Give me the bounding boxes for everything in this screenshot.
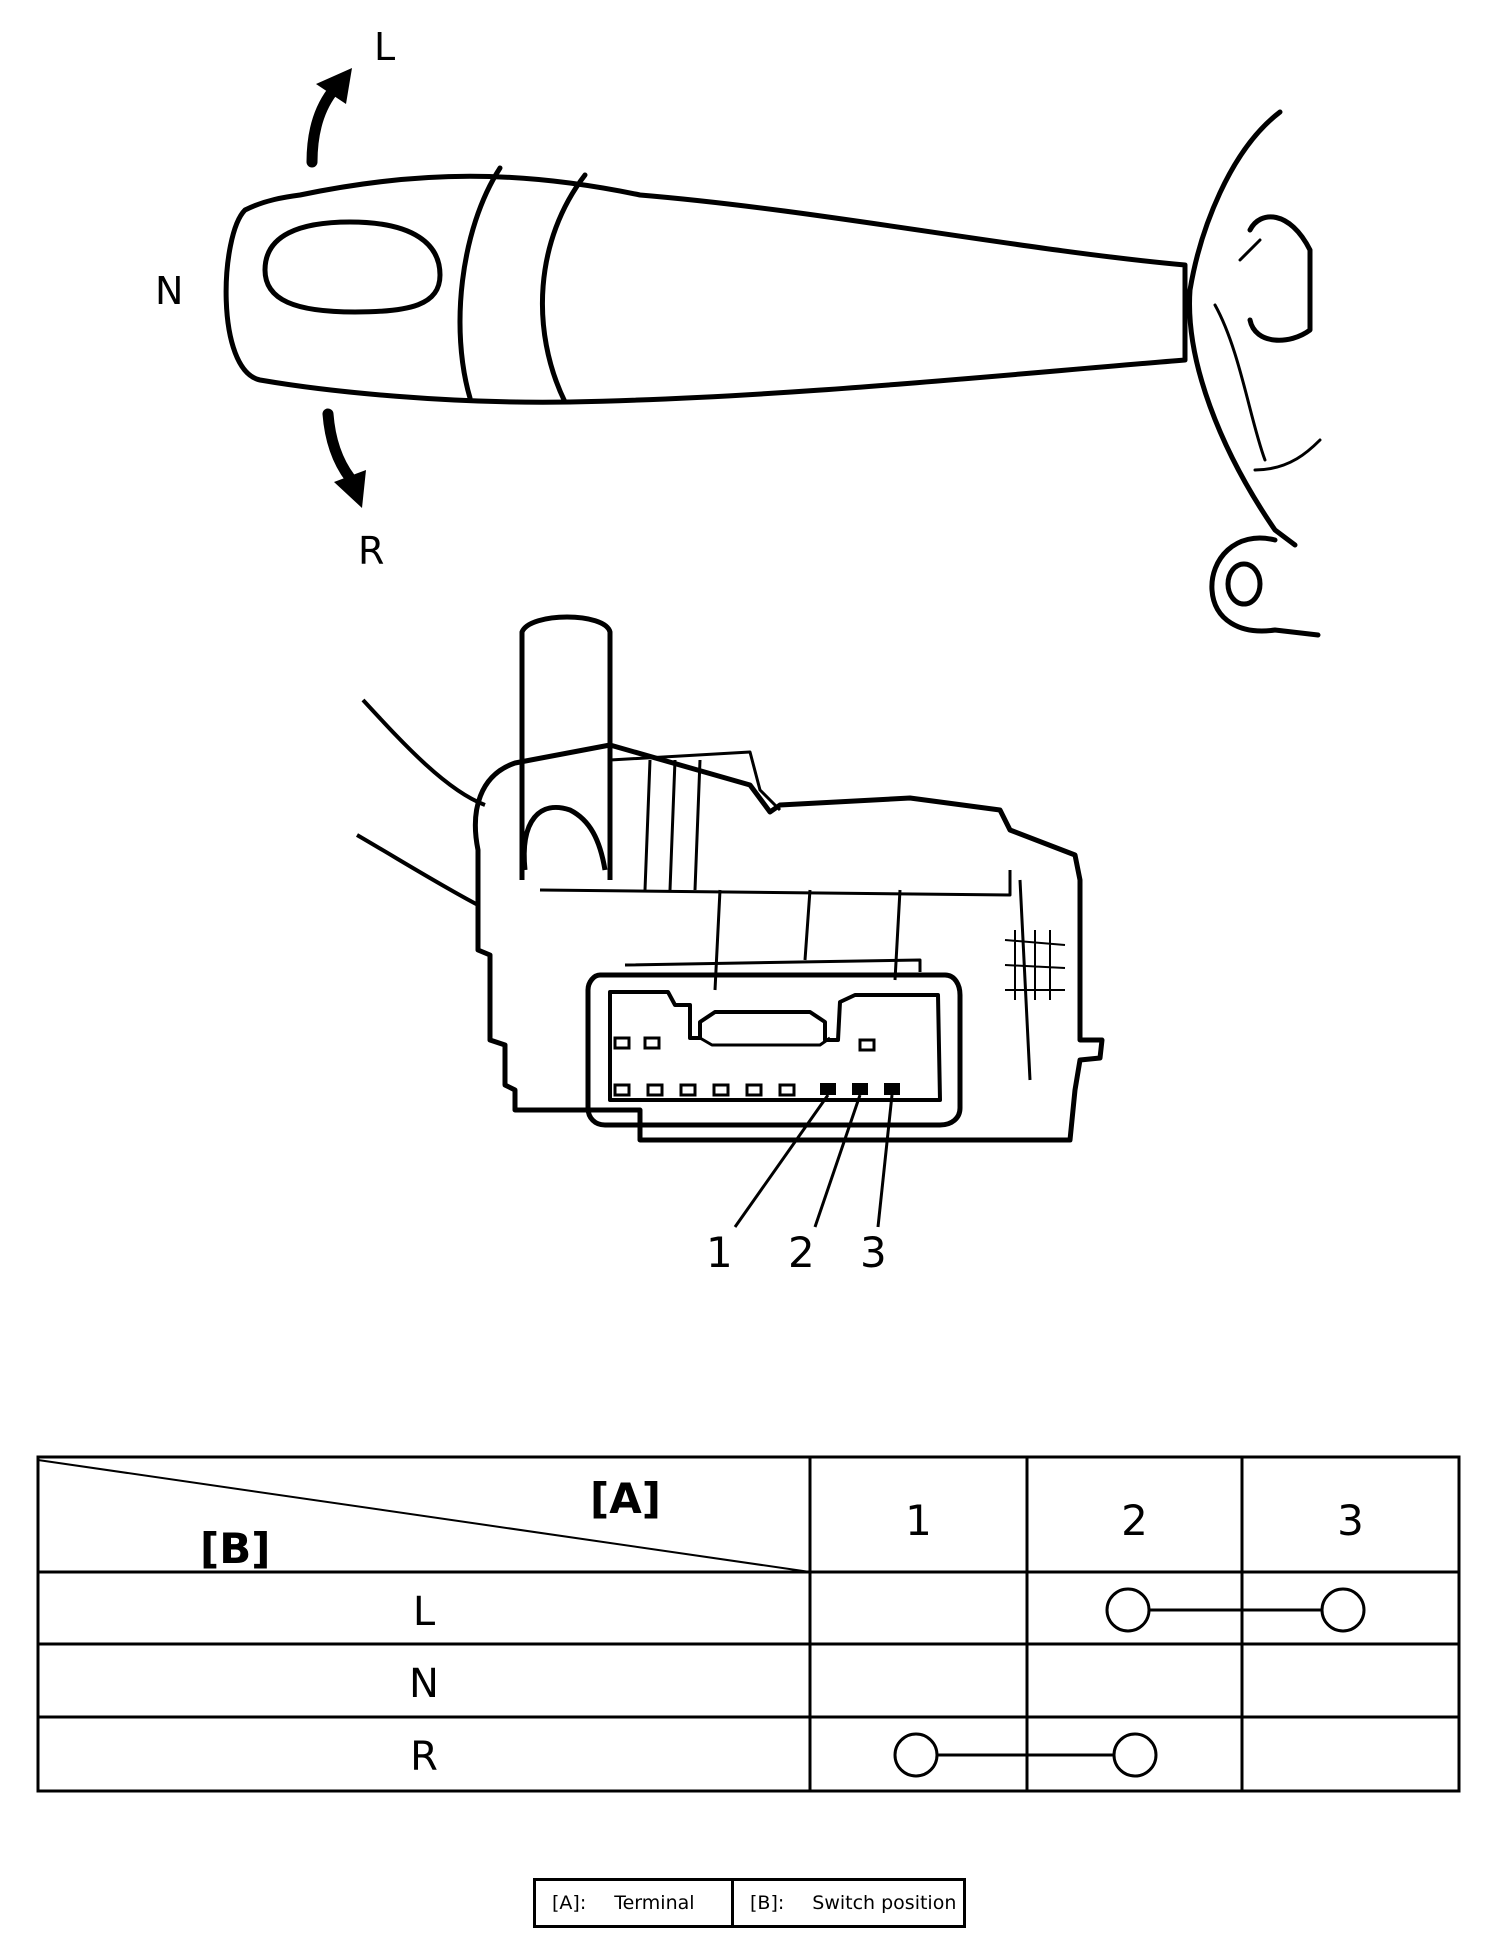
lever-label-l: L [374,25,396,69]
continuity-row-l [1105,1587,1366,1633]
switch-shaft-curve [521,805,608,871]
lever-knob [262,219,443,315]
housing-ribs [643,759,1032,1081]
arrow-right-head [334,470,366,508]
table-header-b: [B] [200,1524,271,1573]
terminal-header-3: 3 [1337,1496,1364,1545]
legend-switch-position-value: Switch position [812,1892,957,1914]
arrow-left-direction [306,86,338,168]
housing-top [539,750,1012,897]
arrow-right-direction [322,408,356,484]
legend-switch-position: [B]: Switch position [731,1881,963,1925]
switch-shaft [519,614,613,880]
wire-1 [361,698,486,807]
pin-label-3: 3 [860,1228,887,1277]
lever-band-1 [457,165,503,401]
mount-hole [1225,561,1263,607]
connector-inner [608,990,942,1102]
terminal-header-1: 1 [905,1496,932,1545]
column-inner [1247,214,1313,343]
lever-band-2 [539,172,588,405]
pin-label-1: 1 [706,1228,733,1277]
connector-socket [585,972,963,1128]
connector-pins-highlight [820,1083,900,1095]
lever-label-n: N [155,269,184,313]
connector-latch [624,958,922,1047]
switch-housing [472,742,1105,1143]
legend-switch-position-key: [B]: [750,1892,785,1914]
wire-2 [355,833,479,907]
continuity-row-r [893,1732,1158,1778]
lever-body [223,173,1188,405]
legend-terminal-key: [A]: [552,1892,587,1914]
table-header-a: [A] [590,1474,661,1523]
legend-terminal-value: Terminal [614,1892,695,1914]
switch-illustration [223,68,1322,1228]
row-label-r: R [410,1734,438,1780]
column-housing [1187,109,1298,548]
legend-terminal: [A]: Terminal [536,1881,731,1925]
pin-leader-lines [733,1094,894,1228]
column-ribs [1213,238,1322,472]
legend-box: [A]: Terminal [B]: Switch position [533,1878,966,1928]
housing-grid [1004,930,1066,1000]
pin-label-2: 2 [788,1228,815,1277]
arrow-left-head [316,68,352,104]
row-label-l: L [412,1589,436,1635]
lever-label-r: R [358,529,385,573]
row-label-n: N [409,1661,439,1707]
header-diagonal [37,1459,811,1573]
terminal-header-2: 2 [1121,1496,1148,1545]
mount-tab [1209,535,1321,638]
connector-pin-row [613,1036,876,1097]
